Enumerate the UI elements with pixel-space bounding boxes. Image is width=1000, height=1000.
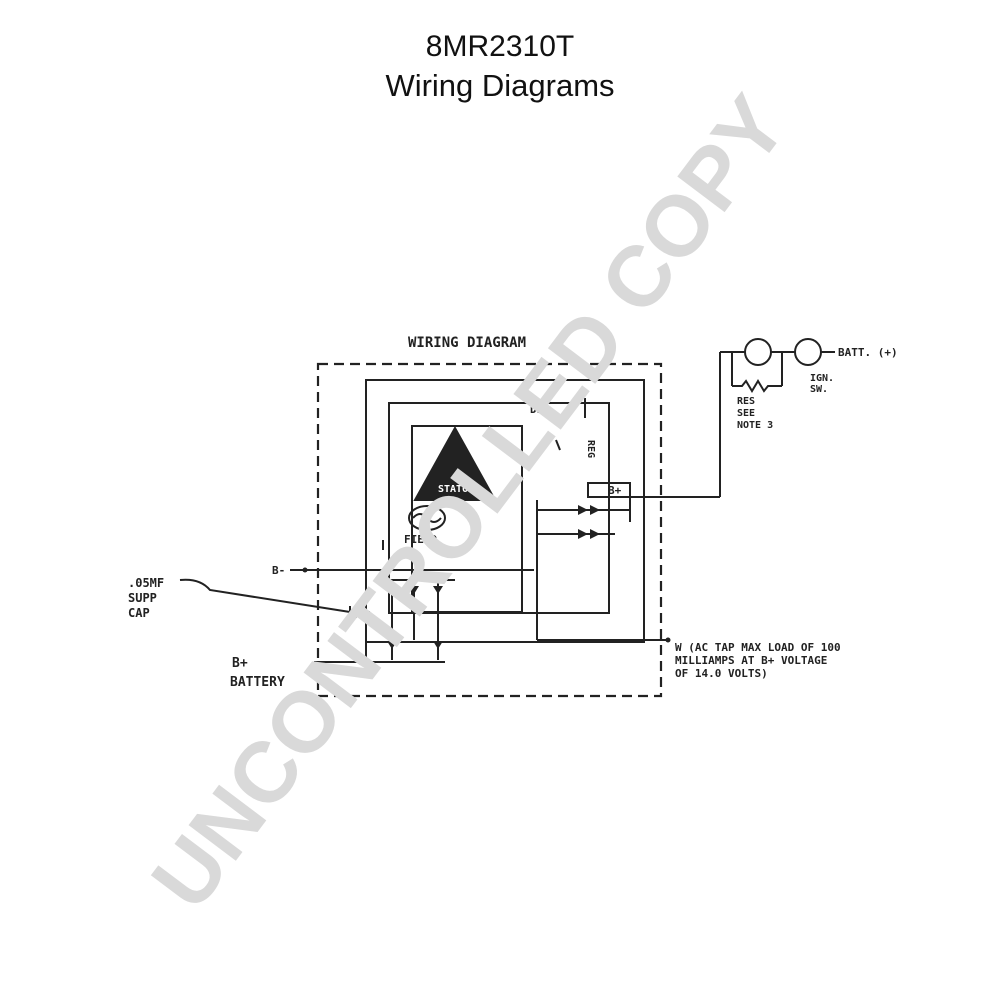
battery-label-2: BATTERY: [230, 675, 285, 690]
cap-label-1: .05MF: [128, 576, 164, 590]
stator-label: STATOR: [438, 484, 475, 495]
diagram-heading: WIRING DIAGRAM: [408, 335, 526, 351]
res-label-3: NOTE 3: [737, 420, 773, 431]
ign-label-1: IGN.: [810, 373, 834, 384]
cap-label-2: SUPP: [128, 591, 157, 605]
indicator-lamp-symbol: [744, 338, 772, 366]
ign-label-2: SW.: [810, 384, 828, 395]
model-title: 8MR2310T: [425, 30, 575, 63]
diode-symbol-2: [590, 505, 600, 515]
ignition-switch-symbol: [794, 338, 822, 366]
field-label: FIELD: [404, 533, 437, 546]
b-minus-label: B-: [272, 564, 285, 577]
outer-circuit-box: [365, 379, 645, 643]
ground-diode-3: [433, 586, 443, 594]
field-coil-winding: [412, 513, 442, 523]
ground-diode-1: [387, 586, 397, 594]
diode-symbol-1: [578, 505, 588, 515]
watermark: UNCONTROLLED COPY: [134, 79, 806, 927]
diode-symbol-4: [590, 529, 600, 539]
res-label-2: SEE: [737, 408, 755, 419]
resistor-symbol: [732, 379, 782, 393]
w-note-line1: W (AC TAP MAX LOAD OF 100: [675, 641, 841, 654]
b-plus-terminal: [587, 482, 631, 498]
batt-plus-label: BATT. (+): [838, 346, 898, 359]
w-note-line2: MILLIAMPS AT B+ VOLTAGE: [675, 654, 827, 667]
page-subtitle: Wiring Diagrams: [385, 68, 615, 103]
ground-diode-5: [433, 641, 443, 649]
stator-symbol: [413, 425, 497, 501]
housing-outline: [316, 362, 663, 698]
battery-label-1: B+: [232, 656, 248, 671]
w-note-line3: OF 14.0 VOLTS): [675, 667, 768, 680]
b-plus-terminal-label: B+: [608, 484, 622, 497]
res-label-1: RES: [737, 396, 755, 407]
regulator-ground-mark: [555, 439, 561, 451]
capacitor-lead: [179, 578, 351, 613]
w-terminal-dot: [665, 637, 671, 643]
field-coil-symbol: [408, 505, 446, 531]
regulator-label: REG: [585, 440, 596, 458]
ground-diode-4: [387, 641, 397, 649]
df-label: DF: [530, 403, 543, 416]
inner-circuit-box: [411, 425, 523, 613]
ground-diode-2: [409, 586, 419, 594]
diode-symbol-3: [578, 529, 588, 539]
cap-label-3: CAP: [128, 606, 150, 620]
b-minus-terminal-dot: [302, 567, 308, 573]
